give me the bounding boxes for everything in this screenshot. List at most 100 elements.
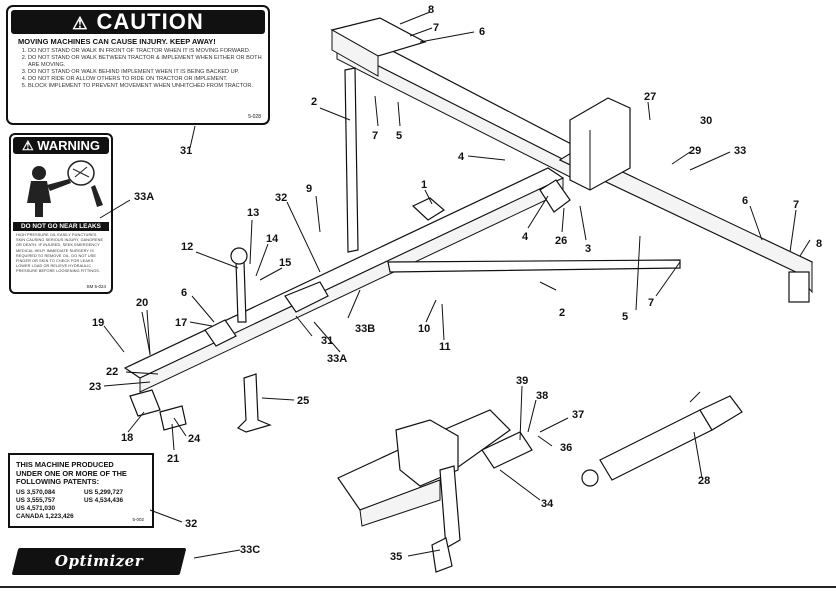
callout-2: 2 (311, 96, 317, 108)
callout-24: 24 (188, 433, 201, 445)
patent-number: US 5,299,727 (84, 488, 124, 496)
caution-list: DO NOT STAND OR WALK IN FRONT OF TRACTOR… (8, 48, 268, 91)
callout-32: 32 (275, 192, 287, 204)
leader-lines (99, 11, 811, 559)
callout-33a: 33A (327, 353, 347, 365)
callout-31: 31 (321, 335, 333, 347)
warning-lead: DO NOT GO NEAR LEAKS (13, 222, 109, 231)
warning-header: ⚠ WARNING (13, 137, 109, 154)
callout-13: 13 (247, 207, 259, 219)
warning-decal: ⚠ WARNING DO NOT GO NEAR LEAKS HIGH PRES… (9, 133, 113, 294)
callout-4: 4 (522, 231, 529, 243)
caution-subheader: MOVING MACHINES CAN CAUSE INJURY. KEEP A… (18, 37, 216, 46)
shank-point (431, 537, 453, 573)
caution-decal: ⚠ CAUTION MOVING MACHINES CAN CAUSE INJUR… (6, 5, 270, 125)
clevis-plate (129, 389, 161, 417)
patent-number: US 3,570,084 (16, 488, 56, 496)
patent-title-line: THIS MACHINE PRODUCED (16, 460, 114, 469)
callout-19: 19 (92, 317, 104, 329)
callout-14: 14 (266, 233, 279, 245)
patent-title-line: UNDER ONE OR MORE OF THE (16, 468, 127, 478)
warning-body: HIGH PRESSURE OIL EASILY PUNCTURES SKIN … (16, 233, 104, 274)
callout-5: 5 (622, 311, 628, 323)
callout-38: 38 (536, 390, 548, 402)
caution-item: DO NOT RIDE OR ALLOW OTHERS TO RIDE ON T… (28, 76, 262, 83)
shank-arm (439, 465, 461, 549)
caution-item: DO NOT STAND OR WALK BEHIND IMPLEMENT WH… (28, 69, 262, 76)
callout-39: 39 (516, 375, 528, 387)
callout-2: 2 (559, 307, 565, 319)
clamp (411, 197, 446, 221)
patent-number: US 3,555,757 (16, 496, 56, 504)
center-bracket (569, 97, 631, 191)
hydraulic-cylinder (599, 409, 713, 481)
callout-30: 30 (700, 115, 712, 127)
caution-code: 5-028 (248, 114, 261, 120)
patent-code: 5-002 (132, 517, 144, 522)
gauge-ring (230, 247, 248, 265)
rear-beam-end (788, 271, 810, 303)
patent-list: US 3,570,084 US 5,299,727 US 3,555,757 U… (16, 489, 152, 513)
caution-item: DO NOT STAND OR WALK BETWEEN TRACTOR & I… (28, 55, 262, 69)
caution-item: DO NOT STAND OR WALK IN FRONT OF TRACTOR… (28, 48, 262, 55)
clamp (204, 319, 237, 347)
cylinder-rod-end (699, 395, 743, 431)
callout-21: 21 (167, 453, 179, 465)
warning-code: SM 5-024 (86, 284, 106, 289)
callout-23: 23 (89, 381, 101, 393)
callout-27: 27 (644, 91, 656, 103)
patent-number: US 4,534,436 (84, 496, 124, 504)
patent-number: US 4,571,030 (16, 504, 56, 512)
callout-33: 33 (734, 145, 746, 157)
hand-injury-pictogram-icon (17, 157, 105, 219)
callout-11: 11 (439, 341, 451, 353)
cylinder-eye (581, 469, 599, 487)
caution-title: CAUTION (96, 9, 204, 34)
callout-7: 7 (372, 130, 378, 142)
main-beam (123, 167, 565, 379)
callout-36: 36 (560, 442, 572, 454)
callout-37: 37 (572, 409, 584, 421)
jack-stand (236, 373, 272, 433)
bottom-rule (0, 586, 836, 588)
callout-31: 31 (180, 145, 192, 157)
patent-canada: CANADA 1,223,426 (16, 512, 74, 520)
callout-labels: 8 7 6 2 7 5 27 30 31 4 29 33 1 9 33A 32 … (89, 4, 822, 563)
alert-triangle-icon: ⚠ (21, 138, 38, 153)
callout-22: 22 (106, 366, 118, 378)
shank-mount-side (359, 479, 441, 527)
patent-decal: THIS MACHINE PRODUCED UNDER ONE OR MORE … (8, 453, 154, 528)
callout-25: 25 (297, 395, 309, 407)
callout-3: 3 (585, 243, 591, 255)
callout-15: 15 (279, 257, 291, 269)
callout-5: 5 (396, 130, 402, 142)
callout-8: 8 (428, 4, 434, 16)
diagonal-brace-lower (387, 259, 681, 273)
warning-title: WARNING (37, 138, 101, 153)
callout-7: 7 (433, 22, 439, 34)
callout-18: 18 (121, 432, 133, 444)
callout-33a: 33A (134, 191, 154, 203)
callout-4: 4 (458, 151, 465, 163)
patent-title: THIS MACHINE PRODUCED UNDER ONE OR MORE … (16, 460, 152, 487)
hitch-head-front (331, 29, 379, 77)
callout-34: 34 (541, 498, 554, 510)
alert-triangle-icon: ⚠ (72, 14, 89, 33)
shank-clamp (481, 431, 533, 469)
callout-8: 8 (816, 238, 822, 250)
patent-title-line: FOLLOWING PATENTS: (16, 477, 100, 486)
callout-20: 20 (136, 297, 148, 309)
callout-35: 35 (390, 551, 402, 563)
clamp (539, 179, 571, 213)
callout-6: 6 (742, 195, 748, 207)
diagonal-brace-upper (344, 67, 359, 253)
callout-29: 29 (689, 145, 701, 157)
callout-26: 26 (555, 235, 567, 247)
callout-12: 12 (181, 241, 193, 253)
caution-header: ⚠ CAUTION (11, 10, 265, 34)
callout-1: 1 (421, 179, 427, 191)
callout-6: 6 (479, 26, 485, 38)
callout-32: 32 (185, 518, 197, 530)
clevis-plate (159, 405, 187, 431)
